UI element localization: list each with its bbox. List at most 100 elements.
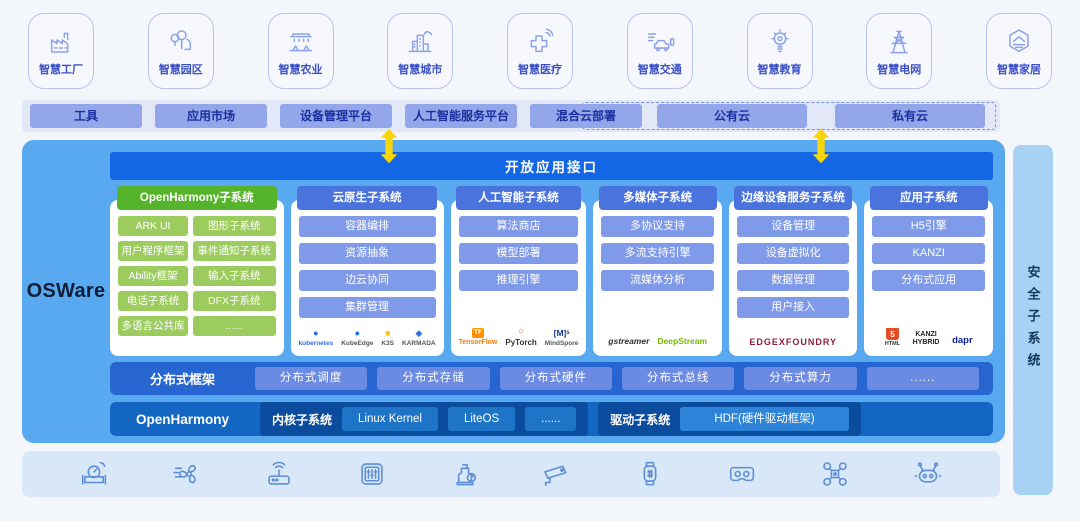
cloud-deployment-group: 公有云 私有云 <box>582 102 996 130</box>
devices-row <box>22 451 1000 497</box>
platform-pills: 工具 应用市场 设备管理平台 人工智能服务平台 混合云部署 <box>30 104 642 128</box>
app-label: 智慧城市 <box>398 63 443 76</box>
app-label: 智慧教育 <box>757 63 802 76</box>
vr-headset-icon <box>725 457 759 491</box>
router-icon <box>262 457 296 491</box>
agriculture-icon <box>285 26 317 58</box>
platform-tools-bar: 工具 应用市场 设备管理平台 人工智能服务平台 混合云部署 公有云 私有云 <box>22 100 1000 132</box>
subsystem-item: 用户接入 <box>736 297 850 318</box>
subsystem-item: 多协议支持 <box>601 216 714 237</box>
subsystem-item: 图形子系统 <box>192 216 276 236</box>
cloud-pill: 私有云 <box>835 104 985 128</box>
home-icon <box>1003 26 1035 58</box>
column-edge-device-subsystem: 边缘设备服务子系统 设备管理设备虚拟化数据管理用户接入 EDGEXFOUNDRY <box>728 186 858 356</box>
column-card: 容器编排资源抽象边云协同集群管理 ●kubernetes●KubeEdge■K3… <box>290 200 444 356</box>
logo: ●KubeEdge <box>341 328 374 347</box>
distributed-item: 分布式总线 <box>621 367 735 390</box>
kernel-chip: LiteOS <box>447 407 516 431</box>
subsystem-item: 模型部署 <box>458 243 579 264</box>
subsystem-item: 多流支持引擎 <box>601 243 714 264</box>
platform-pill: 设备管理平台 <box>280 104 392 128</box>
column-header: OpenHarmony子系统 <box>116 186 277 210</box>
column-card: 设备管理设备虚拟化数据管理用户接入 EDGEXFOUNDRY <box>728 200 858 356</box>
distributed-item: 分布式存储 <box>377 367 490 390</box>
logo: gstreamer <box>608 336 650 347</box>
driver-subsystem-group: 驱动子系统 HDF(硬件驱动框架) <box>598 402 861 436</box>
subsystem-item: ARK UI <box>118 216 188 236</box>
flow-arrow-icon <box>810 127 832 165</box>
platform-pill: 应用市场 <box>155 104 267 128</box>
column-card: 多协议支持多流支持引擎流媒体分析 gstreamer DeepStream <box>593 200 722 356</box>
distributed-item: 分布式硬件 <box>499 367 612 390</box>
subsystem-item: 流媒体分析 <box>601 270 714 291</box>
app-card: 智慧家居 <box>986 13 1052 89</box>
subsystem-item: 设备虚拟化 <box>736 243 850 264</box>
app-card: 智慧园区 <box>147 13 214 89</box>
openharmony-label: OpenHarmony <box>136 411 230 427</box>
app-card: 智慧医疗 <box>507 13 573 89</box>
column-header: 应用子系统 <box>869 186 988 210</box>
kernel-chip: Linux Kernel <box>342 407 438 431</box>
column-header: 人工智能子系统 <box>456 186 581 210</box>
drone-icon <box>818 457 852 491</box>
driver-subsystem-label: 驱动子系统 <box>610 412 671 427</box>
subsystem-item: 用户程序框架 <box>118 241 188 261</box>
subsystem-item: 多语言公共库 <box>118 316 188 336</box>
platform-pill: 人工智能服务平台 <box>405 104 517 128</box>
cloud-pills: 公有云 私有云 <box>657 104 985 128</box>
column-multimedia-subsystem: 多媒体子系统 多协议支持多流支持引擎流媒体分析 gstreamer DeepStr… <box>593 186 722 356</box>
column-header: 边缘设备服务子系统 <box>734 186 853 210</box>
subsystem-item: 设备管理 <box>736 216 850 237</box>
app-card: 智慧农业 <box>267 13 334 89</box>
hdf-chip: HDF(硬件驱动框架) <box>680 407 849 431</box>
flow-arrow-icon <box>378 127 400 165</box>
column-header: 多媒体子系统 <box>598 186 717 210</box>
logo: ■K3S <box>381 328 395 347</box>
distributed-item: 分布式调度 <box>255 367 368 390</box>
subsystem-item: 输入子系统 <box>192 266 276 286</box>
smartwatch-icon <box>633 457 667 491</box>
subsystem-item: DFX子系统 <box>192 291 276 311</box>
app-label: 智慧农业 <box>278 63 323 76</box>
app-label: 智慧家居 <box>997 63 1041 76</box>
water-meter-icon <box>77 457 111 491</box>
platform-pill: 工具 <box>30 104 142 128</box>
subsystem-item: 推理引擎 <box>458 270 579 291</box>
logo: KANZI HYBRID <box>912 330 940 346</box>
pump-icon <box>448 457 482 491</box>
platform-pill: 混合云部署 <box>530 104 642 128</box>
logo: DeepStream <box>657 336 708 347</box>
subsystem-item: H5引擎 <box>872 216 985 237</box>
subsystem-item: 资源抽象 <box>298 243 436 264</box>
app-card: 智慧教育 <box>746 13 813 89</box>
subsystem-item: 集群管理 <box>298 297 436 318</box>
security-subsystem-bar: 安全子系统 <box>1013 145 1053 495</box>
power-grid-icon <box>883 26 915 58</box>
subsystem-item: ...... <box>192 316 276 336</box>
subsystem-item: 分布式应用 <box>872 270 985 291</box>
logo: EDGEXFOUNDRY <box>749 336 838 347</box>
osware-brand: OSWare <box>26 280 106 302</box>
subsystem-item: 容器编排 <box>298 216 436 237</box>
app-label: 智慧交通 <box>637 63 682 76</box>
app-label: 智慧电网 <box>877 63 922 76</box>
subsystem-item: 电话子系统 <box>118 291 188 311</box>
traffic-icon <box>644 26 676 58</box>
distributed-item: ...... <box>866 367 979 390</box>
app-card: 智慧工厂 <box>28 13 94 89</box>
smart-apps-row: 智慧工厂 智慧园区 智慧农业 智慧城市 智慧医疗 <box>28 13 1052 91</box>
factory-icon <box>45 26 77 58</box>
subsystem-item: 边云协同 <box>298 270 436 291</box>
subsystem-item: 数据管理 <box>736 270 850 291</box>
